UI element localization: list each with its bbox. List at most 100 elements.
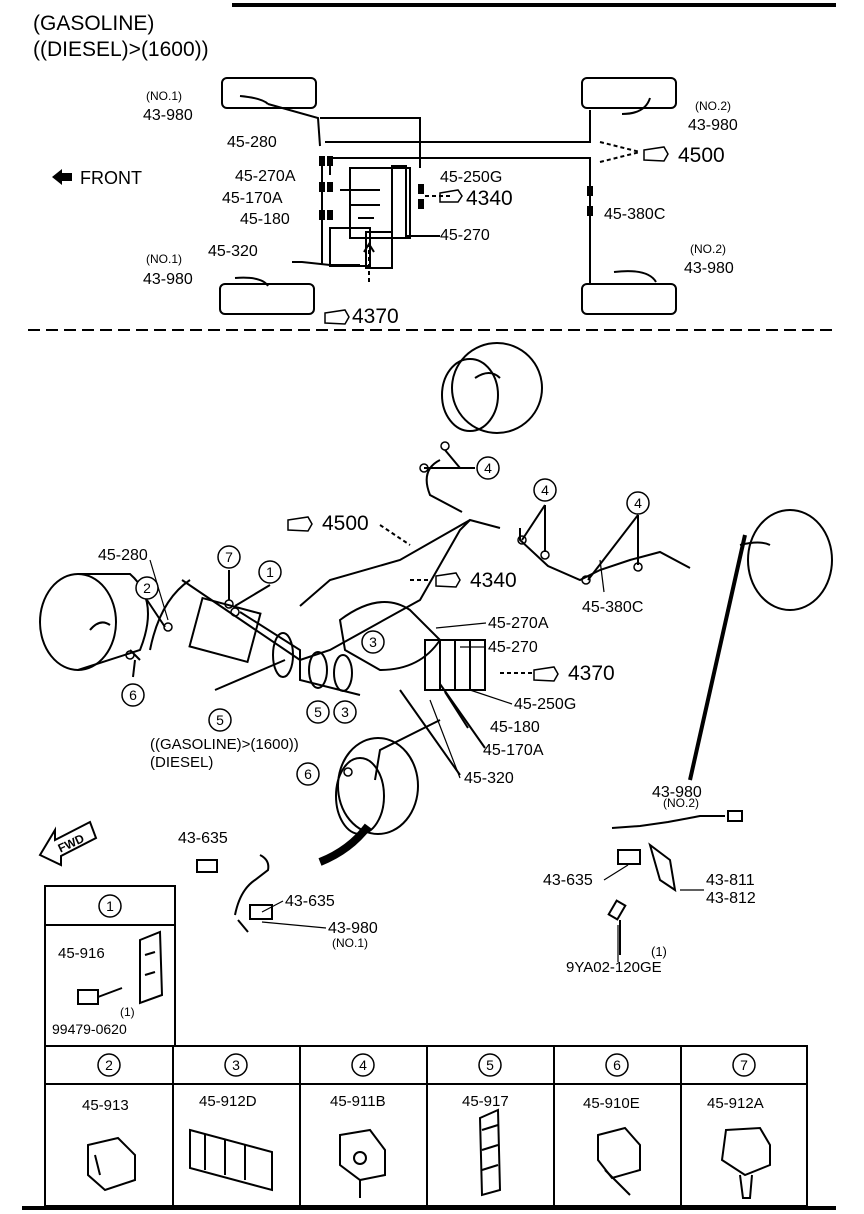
part-45916-icon (139, 930, 164, 1005)
detail-callout-3 (224, 1053, 248, 1077)
label-4500-main: 4500 (322, 512, 369, 535)
detail-callout-5 (478, 1053, 502, 1077)
callout-3-high (361, 630, 385, 654)
callout-4-a (476, 456, 500, 480)
label-4500-top: 4500 (678, 144, 725, 167)
hose-fl (239, 95, 269, 105)
label-45380C-main: 45-380C (582, 599, 643, 616)
label-43635-c: 43-635 (543, 872, 593, 889)
hand-icon-4340-main (435, 572, 461, 588)
label-43811: 43-811 (706, 872, 755, 889)
fwd-arrow-icon (38, 820, 98, 867)
hose-rl (621, 97, 651, 115)
label-45320-top: 45-320 (208, 243, 258, 260)
label-45170A-main: 45-170A (483, 742, 544, 759)
front-arrow-icon (52, 169, 72, 185)
label-45270A-top: 45-270A (235, 168, 296, 185)
detail-callout-5-num: 5 (486, 1057, 494, 1073)
callout-4-c (626, 491, 650, 515)
callout-5-left (208, 708, 232, 732)
label-43812: 43-812 (706, 890, 756, 907)
label-cond-gasoline: ((GASOLINE)>(1600)) (150, 736, 299, 753)
detail-callout-2-num: 2 (105, 1057, 113, 1073)
master-cylinder (349, 167, 411, 239)
label-43980-d: 43-980 (143, 271, 193, 288)
wheel-front-left (221, 77, 317, 109)
main-isometric (38, 342, 833, 955)
top-schematic (28, 77, 836, 331)
label-front: FRONT (80, 168, 142, 188)
detail-callout-6 (605, 1053, 629, 1077)
clip-45910E-icon (597, 1126, 641, 1180)
detail-callout-2 (97, 1053, 121, 1077)
callout-3-low-num: 3 (341, 704, 349, 720)
detail-pn-45917: 45-917 (462, 1093, 509, 1110)
callouts (121, 456, 650, 786)
label-bolt-pn: 9YA02-120GE (566, 959, 662, 976)
detail-callout-6-num: 6 (613, 1057, 621, 1073)
callout-6-left (121, 683, 145, 707)
hand-icon-4340 (439, 189, 463, 203)
label-qty-bolt: (1) (651, 944, 667, 959)
hand-icons-top (324, 146, 669, 325)
label-45280-top: 45-280 (227, 134, 277, 151)
wheel-iso-front-right (337, 737, 419, 835)
label-45250G-top: 45-250G (440, 169, 502, 186)
callout-6-right (296, 762, 320, 786)
label-45180-main: 45-180 (490, 719, 540, 736)
hand-icon-4370-main (533, 666, 559, 682)
label-4370-top: 4370 (352, 305, 399, 328)
label-45320-main: 45-320 (464, 770, 514, 787)
detail-pn-99479: 99479-0620 (52, 1021, 127, 1037)
detail-callout-4 (351, 1053, 375, 1077)
detail-callout-4-num: 4 (359, 1057, 367, 1073)
clip-45912A-icon (720, 1126, 771, 1177)
top-fittings (319, 156, 593, 220)
bolt-99479-icon (77, 989, 99, 1005)
callout-4-a-num: 4 (484, 460, 492, 476)
callout-5-mid-num: 5 (314, 704, 322, 720)
clip-45913-icon (87, 1136, 136, 1192)
callout-3-high-num: 3 (369, 634, 377, 650)
callout-5-mid (306, 700, 330, 724)
callout-5-left-num: 5 (216, 712, 224, 728)
callout-3-low (333, 700, 357, 724)
label-no2-a: (NO.2) (695, 99, 731, 113)
label-4370-main: 4370 (568, 662, 615, 685)
label-45380C-top: 45-380C (604, 206, 665, 223)
label-45270-main: 45-270 (488, 639, 538, 656)
label-45270A-main: 45-270A (488, 615, 549, 632)
label-45170A-top: 45-170A (222, 190, 283, 207)
label-no2-main: (NO.2) (663, 796, 699, 810)
label-45270-top: 45-270 (440, 227, 490, 244)
clip-45911B-icon (339, 1128, 386, 1182)
label-43980-no1-main: 43-980 (328, 920, 378, 937)
label-4340-main: 4340 (470, 569, 517, 592)
hand-icons-main (287, 516, 559, 682)
wheel-iso-rear-left (451, 342, 543, 434)
detail-callout-1 (98, 894, 122, 918)
clip-45912D-icon (189, 1128, 273, 1192)
detail-pn-45913: 45-913 (82, 1097, 129, 1114)
hand-icon-4500-main (287, 516, 313, 532)
callout-1-num: 1 (266, 564, 274, 580)
hand-icon-4500 (643, 146, 669, 162)
callout-6-right-num: 6 (304, 766, 312, 782)
wheel-rear-right (581, 283, 677, 315)
label-no1-main: (NO.1) (332, 936, 368, 950)
detail-callout-7-num: 7 (740, 1057, 748, 1073)
label-4340-top: 4340 (466, 187, 513, 210)
main-leader-lines (149, 559, 704, 962)
label-no1-b: (NO.1) (146, 252, 182, 266)
detail-part-drawings (77, 930, 771, 1199)
wheel-front-right (219, 283, 315, 315)
label-45280-main: 45-280 (98, 547, 148, 564)
detail-table (44, 885, 808, 1207)
label-45180-top: 45-180 (240, 211, 290, 228)
wheel-iso-rear-right (747, 509, 833, 611)
label-45250G-main: 45-250G (514, 696, 576, 713)
detail-pn-45911B: 45-911B (330, 1093, 386, 1110)
callout-7-num: 7 (225, 549, 233, 565)
label-cond-diesel: (DIESEL) (150, 754, 213, 771)
